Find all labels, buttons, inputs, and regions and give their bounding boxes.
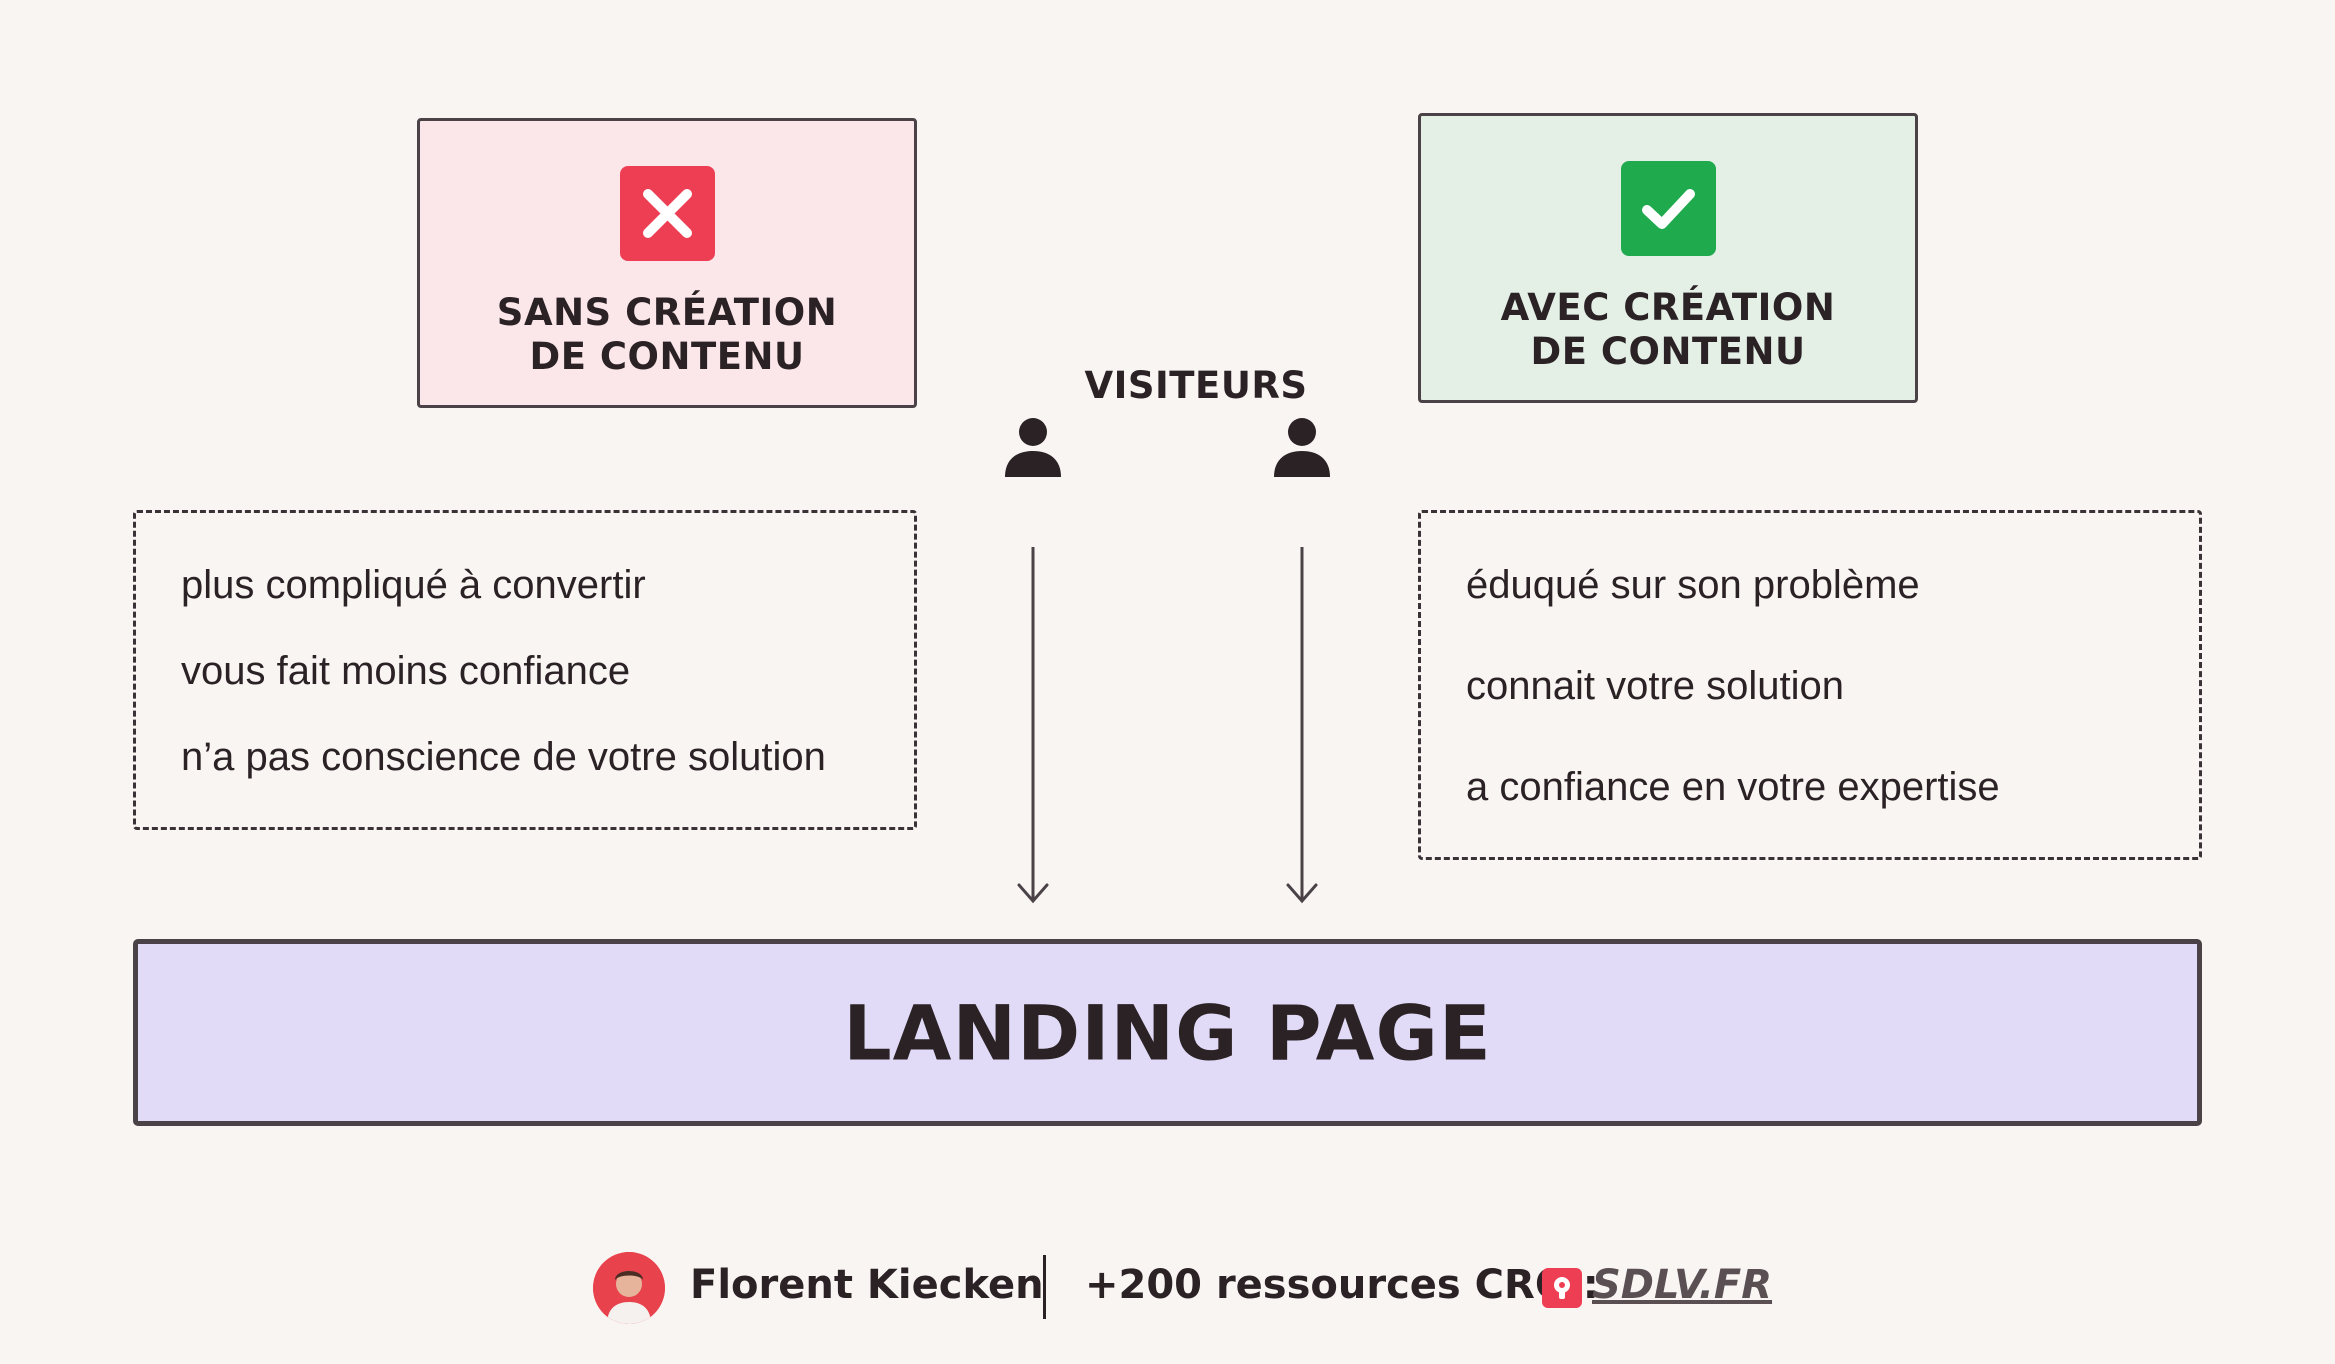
list-item: n’a pas conscience de votre solution — [181, 735, 826, 779]
down-arrow — [1013, 545, 1053, 905]
with-content-card: AVEC CRÉATION DE CONTENU — [1418, 113, 1918, 403]
person-icon — [1270, 415, 1334, 479]
without-content-title-line2: DE CONTENU — [529, 335, 805, 378]
visitors-label: VISITEURS — [1084, 364, 1308, 407]
with-content-list: éduqué sur son problème connait votre so… — [1418, 510, 2202, 860]
landing-page-box: LANDING PAGE — [133, 939, 2202, 1126]
list-item: vous fait moins confiance — [181, 649, 631, 693]
list-item: connait votre solution — [1466, 664, 1845, 708]
with-content-title-line2: DE CONTENU — [1530, 330, 1806, 373]
resources-text: +200 ressources CRO : — [1085, 1262, 1599, 1308]
cross-icon — [620, 166, 715, 261]
list-item: plus compliqué à convertir — [181, 563, 646, 607]
without-content-list: plus compliqué à convertir vous fait moi… — [133, 510, 917, 830]
landing-page-label: LANDING PAGE — [843, 988, 1492, 1077]
list-item: a confiance en votre expertise — [1466, 765, 2000, 809]
without-content-title: SANS CRÉATION DE CONTENU — [420, 291, 914, 379]
with-content-title-line1: AVEC CRÉATION — [1500, 286, 1836, 329]
person-icon — [1001, 415, 1065, 479]
without-content-title-line1: SANS CRÉATION — [496, 291, 838, 334]
list-item: éduqué sur son problème — [1466, 563, 1920, 607]
check-icon — [1621, 161, 1716, 256]
sdlv-logo-icon — [1542, 1268, 1582, 1308]
footer-divider — [1043, 1255, 1046, 1319]
author-name: Florent Kiecken — [690, 1262, 1044, 1308]
with-content-title: AVEC CRÉATION DE CONTENU — [1421, 286, 1915, 374]
without-content-card: SANS CRÉATION DE CONTENU — [417, 118, 917, 408]
avatar — [593, 1252, 665, 1324]
down-arrow — [1282, 545, 1322, 905]
sdlv-link[interactable]: SDLV.FR — [1592, 1262, 1773, 1308]
